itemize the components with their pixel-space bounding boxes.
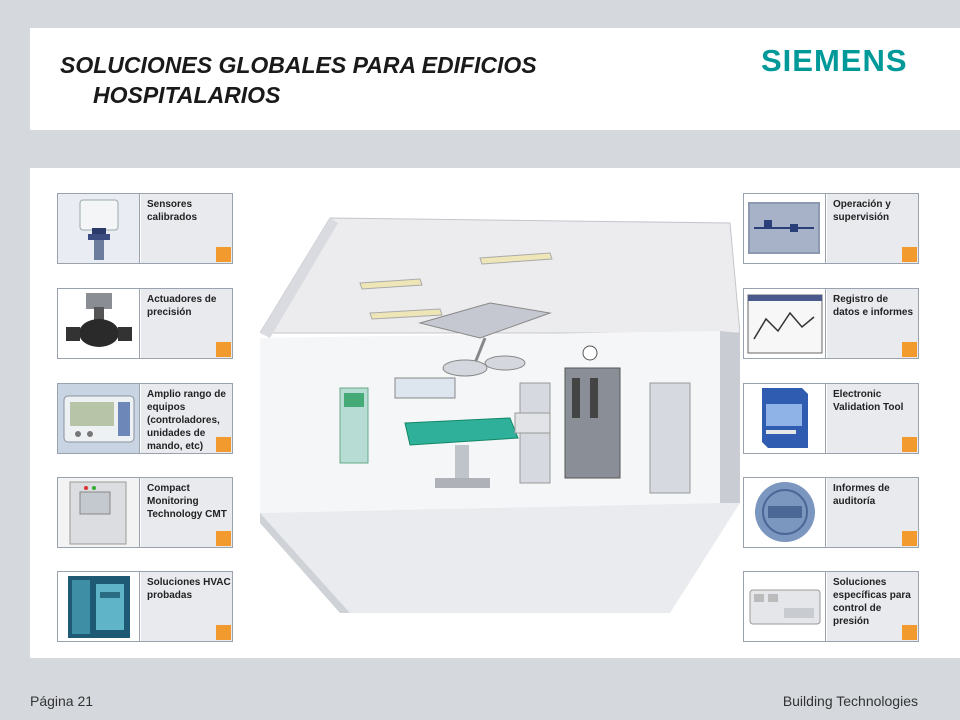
- card-label: Actuadores de precisión: [147, 294, 217, 318]
- card-link-button[interactable]: [902, 531, 917, 546]
- card-registro[interactable]: Registro de datos e informes: [743, 288, 919, 359]
- card-label: Soluciones HVAC probadas: [147, 577, 231, 601]
- card-label: Amplio rango de equipos (controladores, …: [147, 389, 226, 452]
- card-hvac[interactable]: Soluciones HVAC probadas: [57, 571, 233, 642]
- operating-room-illustration: [259, 213, 741, 613]
- pressure-controller-icon: [744, 572, 826, 641]
- controller-icon: [58, 384, 140, 453]
- card-link-button[interactable]: [902, 342, 917, 357]
- card-link-button[interactable]: [216, 531, 231, 546]
- sensor-icon: [58, 194, 140, 263]
- header-bar: SOLUCIONES GLOBALES PARA EDIFICIOS HOSPI…: [30, 28, 960, 130]
- cabinet-icon: [58, 478, 140, 547]
- title-line-2: HOSPITALARIOS: [93, 82, 281, 108]
- content-panel: Sensores calibrados Actuadores de precis…: [30, 168, 960, 658]
- page-number: Página 21: [30, 693, 94, 709]
- card-link-button[interactable]: [216, 437, 231, 452]
- card-label: Electronic Validation Tool: [833, 389, 904, 413]
- card-label: Soluciones específicas para control de p…: [833, 577, 911, 627]
- card-link-button[interactable]: [902, 437, 917, 452]
- card-sensores[interactable]: Sensores calibrados: [57, 193, 233, 264]
- card-link-button[interactable]: [216, 625, 231, 640]
- siemens-logo: SIEMENS: [761, 43, 908, 78]
- card-label: Compact Monitoring Technology CMT: [147, 483, 227, 520]
- scada-screen-icon: [744, 194, 826, 263]
- title-line-1: SOLUCIONES GLOBALES PARA EDIFICIOS: [60, 52, 537, 78]
- card-operacion[interactable]: Operación y supervisión: [743, 193, 919, 264]
- card-label: Sensores calibrados: [147, 199, 198, 223]
- card-auditoria[interactable]: Informes de auditoría: [743, 477, 919, 548]
- card-label: Informes de auditoría: [833, 483, 890, 507]
- card-label: Operación y supervisión: [833, 199, 891, 223]
- hvac-icon: [58, 572, 140, 641]
- company-name: Building Technologies: [782, 693, 918, 709]
- valve-actuator-icon: [58, 289, 140, 358]
- card-link-button[interactable]: [902, 247, 917, 262]
- card-link-button[interactable]: [216, 342, 231, 357]
- software-box-icon: [744, 384, 826, 453]
- card-label: Registro de datos e informes: [833, 294, 914, 318]
- card-link-button[interactable]: [216, 247, 231, 262]
- report-chart-icon: [744, 289, 826, 358]
- card-actuadores[interactable]: Actuadores de precisión: [57, 288, 233, 359]
- card-link-button[interactable]: [902, 625, 917, 640]
- card-cmt[interactable]: Compact Monitoring Technology CMT: [57, 477, 233, 548]
- card-presion[interactable]: Soluciones específicas para control de p…: [743, 571, 919, 642]
- audit-stamp-icon: [744, 478, 826, 547]
- card-validation[interactable]: Electronic Validation Tool: [743, 383, 919, 454]
- card-equipos[interactable]: Amplio rango de equipos (controladores, …: [57, 383, 233, 454]
- page-title: SOLUCIONES GLOBALES PARA EDIFICIOS HOSPI…: [60, 50, 680, 110]
